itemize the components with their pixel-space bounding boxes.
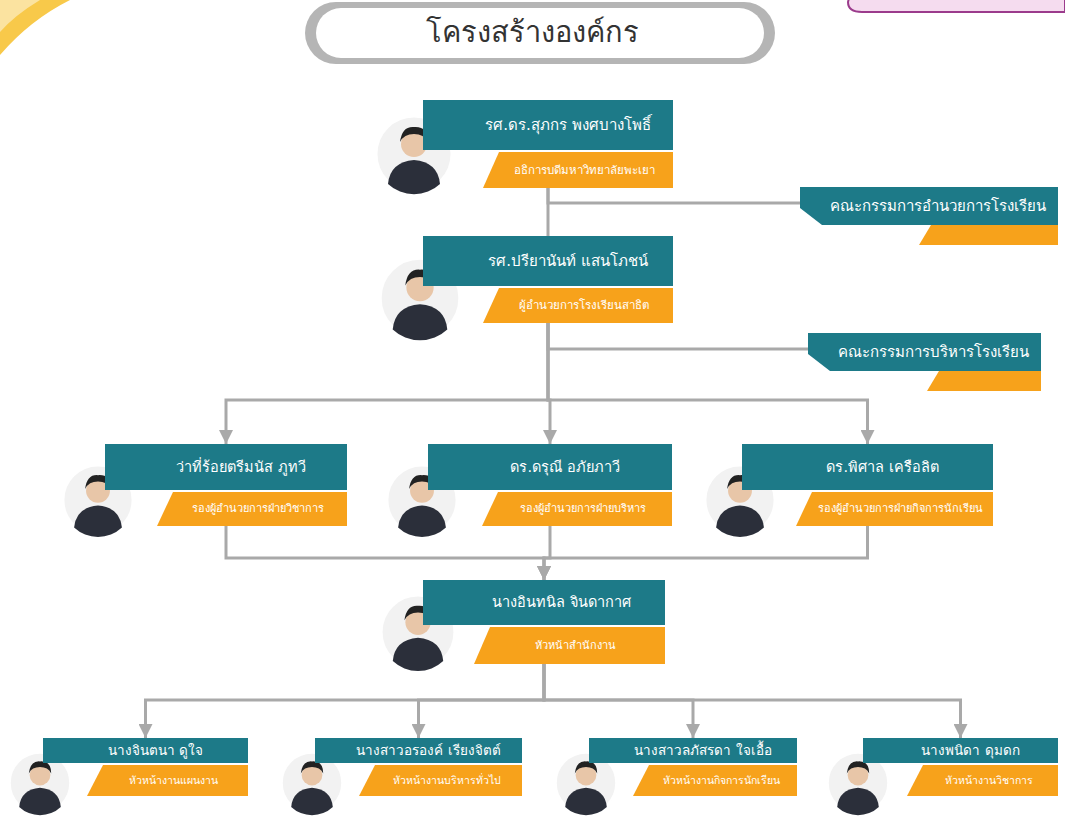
position-band: รองผู้อำนวยการฝ่ายกิจการนักเรียน (796, 492, 993, 526)
accent-strip (927, 371, 1041, 391)
name-band: นางสาวอรองค์ เรียงจิตต์ (315, 738, 522, 763)
person-box: นางอินทนิล จินดากาศหัวหน้าสำนักงาน (423, 580, 665, 664)
person-box: ว่าที่ร้อยตรีมนัส ภูทวีรองผู้อำนวยการฝ่า… (105, 444, 347, 526)
position-band: หัวหน้างานกิจการนักเรียน (633, 765, 797, 796)
person-box: นางสาวลภัสรดา ใจเอื้อหัวหน้างานกิจการนัก… (589, 738, 797, 796)
position-title: รองผู้อำนวยการฝ่ายบริหาร (520, 502, 646, 516)
person-box: รศ.ปรียานันท์ แสนโภชน์ผู้อำนวยการโรงเรีย… (423, 236, 673, 323)
connector (548, 188, 800, 203)
person-name: นางพนิดา ดุมดก (921, 742, 1019, 759)
position-title: หัวหน้างานกิจการนักเรียน (663, 774, 780, 787)
corner-swoosh (0, 0, 40, 32)
position-band: หัวหน้างานบริหารทั่วไป (359, 765, 522, 796)
position-title: ผู้อำนวยการโรงเรียนสาธิต (519, 298, 649, 312)
person-name: ดร.ดรุณี อภัยภาวี (510, 458, 619, 476)
corner-tab (848, 0, 1065, 12)
connector (548, 323, 808, 349)
position-band: ผู้อำนวยการโรงเรียนสาธิต (483, 288, 673, 323)
person-name: รศ.ปรียานันท์ แสนโภชน์ (488, 252, 648, 271)
name-band: ว่าที่ร้อยตรีมนัส ภูทวี (105, 444, 347, 490)
connector (419, 664, 545, 738)
connector (544, 664, 961, 738)
connector (226, 526, 544, 580)
position-title: อธิการบดีมหาวิทยาลัยพะเยา (514, 163, 655, 177)
connector (226, 323, 548, 444)
position-band: หัวหน้าสำนักงาน (474, 627, 665, 664)
position-title: รองผู้อำนวยการฝ่ายกิจการนักเรียน (818, 502, 983, 516)
committee-name: คณะกรรมการอำนวยการโรงเรียน (830, 197, 1046, 216)
position-title: หัวหน้างานวิชาการ (945, 774, 1033, 787)
person-box: ดร.ดรุณี อภัยภาวีรองผู้อำนวยการฝ่ายบริหา… (428, 444, 672, 526)
position-title: รองผู้อำนวยการฝ่ายวิชาการ (192, 502, 324, 516)
name-band: คณะกรรมการอำนวยการโรงเรียน (800, 187, 1058, 225)
person-box: รศ.ดร.สุภกร พงศบางโพธิ์อธิการบดีมหาวิทยา… (423, 100, 673, 188)
position-band: หัวหน้างานแผนงาน (87, 765, 248, 796)
name-band: รศ.ปรียานันท์ แสนโภชน์ (423, 236, 673, 286)
committee-name: คณะกรรมการบริหารโรงเรียน (838, 343, 1029, 362)
person-box: นางพนิดา ดุมดกหัวหน้างานวิชาการ (863, 738, 1058, 796)
name-band: ดร.ดรุณี อภัยภาวี (428, 444, 672, 490)
name-band: นางจินตนา ดูใจ (43, 738, 248, 763)
position-title: หัวหน้างานแผนงาน (129, 774, 218, 787)
position-band: รองผู้อำนวยการฝ่ายบริหาร (482, 492, 672, 526)
position-band: รองผู้อำนวยการฝ่ายวิชาการ (157, 492, 347, 526)
name-band: นางสาวลภัสรดา ใจเอื้อ (589, 738, 797, 763)
connector (146, 664, 545, 738)
connector (547, 188, 550, 236)
name-band: นางอินทนิล จินดากาศ (423, 580, 665, 625)
accent-strip (919, 225, 1058, 245)
name-band: รศ.ดร.สุภกร พงศบางโพธิ์ (423, 100, 673, 150)
position-band: อธิการบดีมหาวิทยาลัยพะเยา (483, 152, 673, 188)
person-name: นางสาวอรองค์ เรียงจิตต์ (356, 742, 500, 759)
chart-title: โครงสร้างองค์กร (0, 12, 1065, 52)
person-name: นางจินตนา ดูใจ (108, 742, 203, 759)
person-box: นางสาวอรองค์ เรียงจิตต์หัวหน้างานบริหารท… (315, 738, 522, 796)
position-title: หัวหน้าสำนักงาน (535, 639, 616, 653)
name-band: นางพนิดา ดุมดก (863, 738, 1058, 763)
name-band: ดร.พิศาล เครือลิต (742, 444, 993, 490)
name-band: คณะกรรมการบริหารโรงเรียน (808, 333, 1041, 371)
person-box: ดร.พิศาล เครือลิตรองผู้อำนวยการฝ่ายกิจกา… (742, 444, 993, 526)
person-name: นางอินทนิล จินดากาศ (492, 593, 631, 611)
connector (544, 526, 868, 580)
person-name: นางสาวลภัสรดา ใจเอื้อ (634, 742, 771, 759)
person-name: ว่าที่ร้อยตรีมนัส ภูทวี (176, 458, 306, 476)
committee-box: คณะกรรมการอำนวยการโรงเรียน (800, 187, 1058, 245)
corner-swoosh (0, 0, 70, 55)
position-band: หัวหน้างานวิชาการ (907, 765, 1058, 796)
person-box: นางจินตนา ดูใจหัวหน้างานแผนงาน (43, 738, 248, 796)
committee-box: คณะกรรมการบริหารโรงเรียน (808, 333, 1041, 391)
person-name: รศ.ดร.สุภกร พงศบางโพธิ์ (485, 116, 650, 135)
position-title: หัวหน้างานบริหารทั่วไป (393, 774, 501, 787)
person-name: ดร.พิศาล เครือลิต (826, 458, 938, 476)
